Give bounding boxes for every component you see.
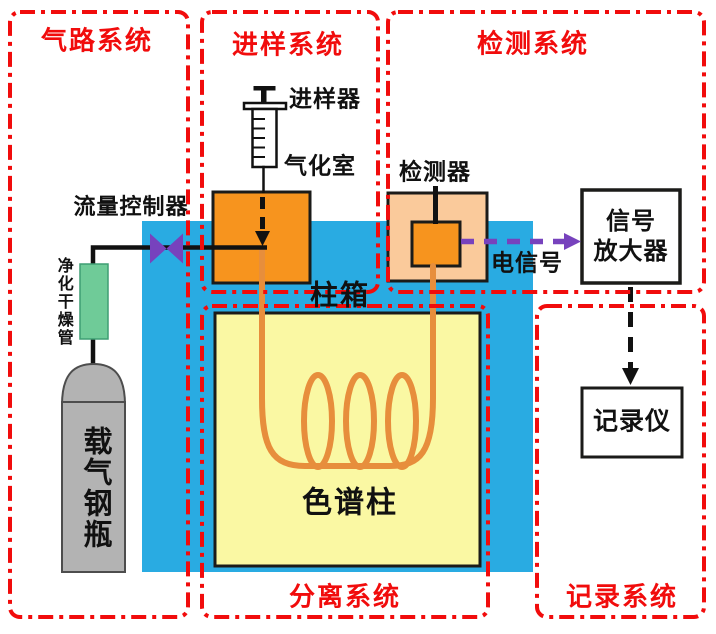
system-border-gas [8,10,190,619]
syringe-icon [242,86,288,194]
label-column-oven: 柱箱 [309,279,371,311]
amplifier-label-line2: 放大器 [593,237,669,265]
label-detector: 检测器 [399,158,471,185]
injection-arrow [255,197,270,246]
cylinder-body [61,401,126,573]
system-border-separation [200,304,490,619]
label-flow-controller: 流量控制器 [73,193,189,219]
recorder-box [580,386,684,459]
label-injector: 进样器 [289,85,361,112]
system-border-detection [386,10,706,294]
label-purifier-tube: 净化干燥管 [54,257,72,347]
amplifier-label: 信号 放大器 [582,190,680,283]
system-border-recording [535,304,706,619]
label-carrier-gas-cylinder: 载气钢瓶 [78,426,111,550]
amplifier-box [580,188,682,285]
label-recording-system: 记录系统 [565,581,679,612]
amplifier-label-line1: 信号 [606,207,656,235]
label-detection-system: 检测系统 [476,28,590,59]
column-coil-tube [259,247,436,469]
signal-arrow [461,233,581,250]
valve-icon [150,233,183,264]
coil-loop-3 [385,372,419,470]
cylinder-dome [60,362,127,406]
label-gas-system: 气路系统 [40,25,154,56]
purifier-tube-box [79,263,109,340]
coil-loop-1 [301,372,335,470]
label-column: 色谱柱 [302,486,398,520]
recorder-label: 记录仪 [592,407,672,436]
label-vaporizer: 气化室 [284,152,356,179]
label-separation-system: 分离系统 [288,581,402,612]
detector-inner-box [410,220,462,268]
recorder-arrow [622,287,639,385]
system-border-injection [200,10,380,294]
label-electric-signal: 电信号 [491,249,563,276]
label-injection-system: 进样系统 [231,29,345,60]
coil-loop-2 [343,372,377,470]
